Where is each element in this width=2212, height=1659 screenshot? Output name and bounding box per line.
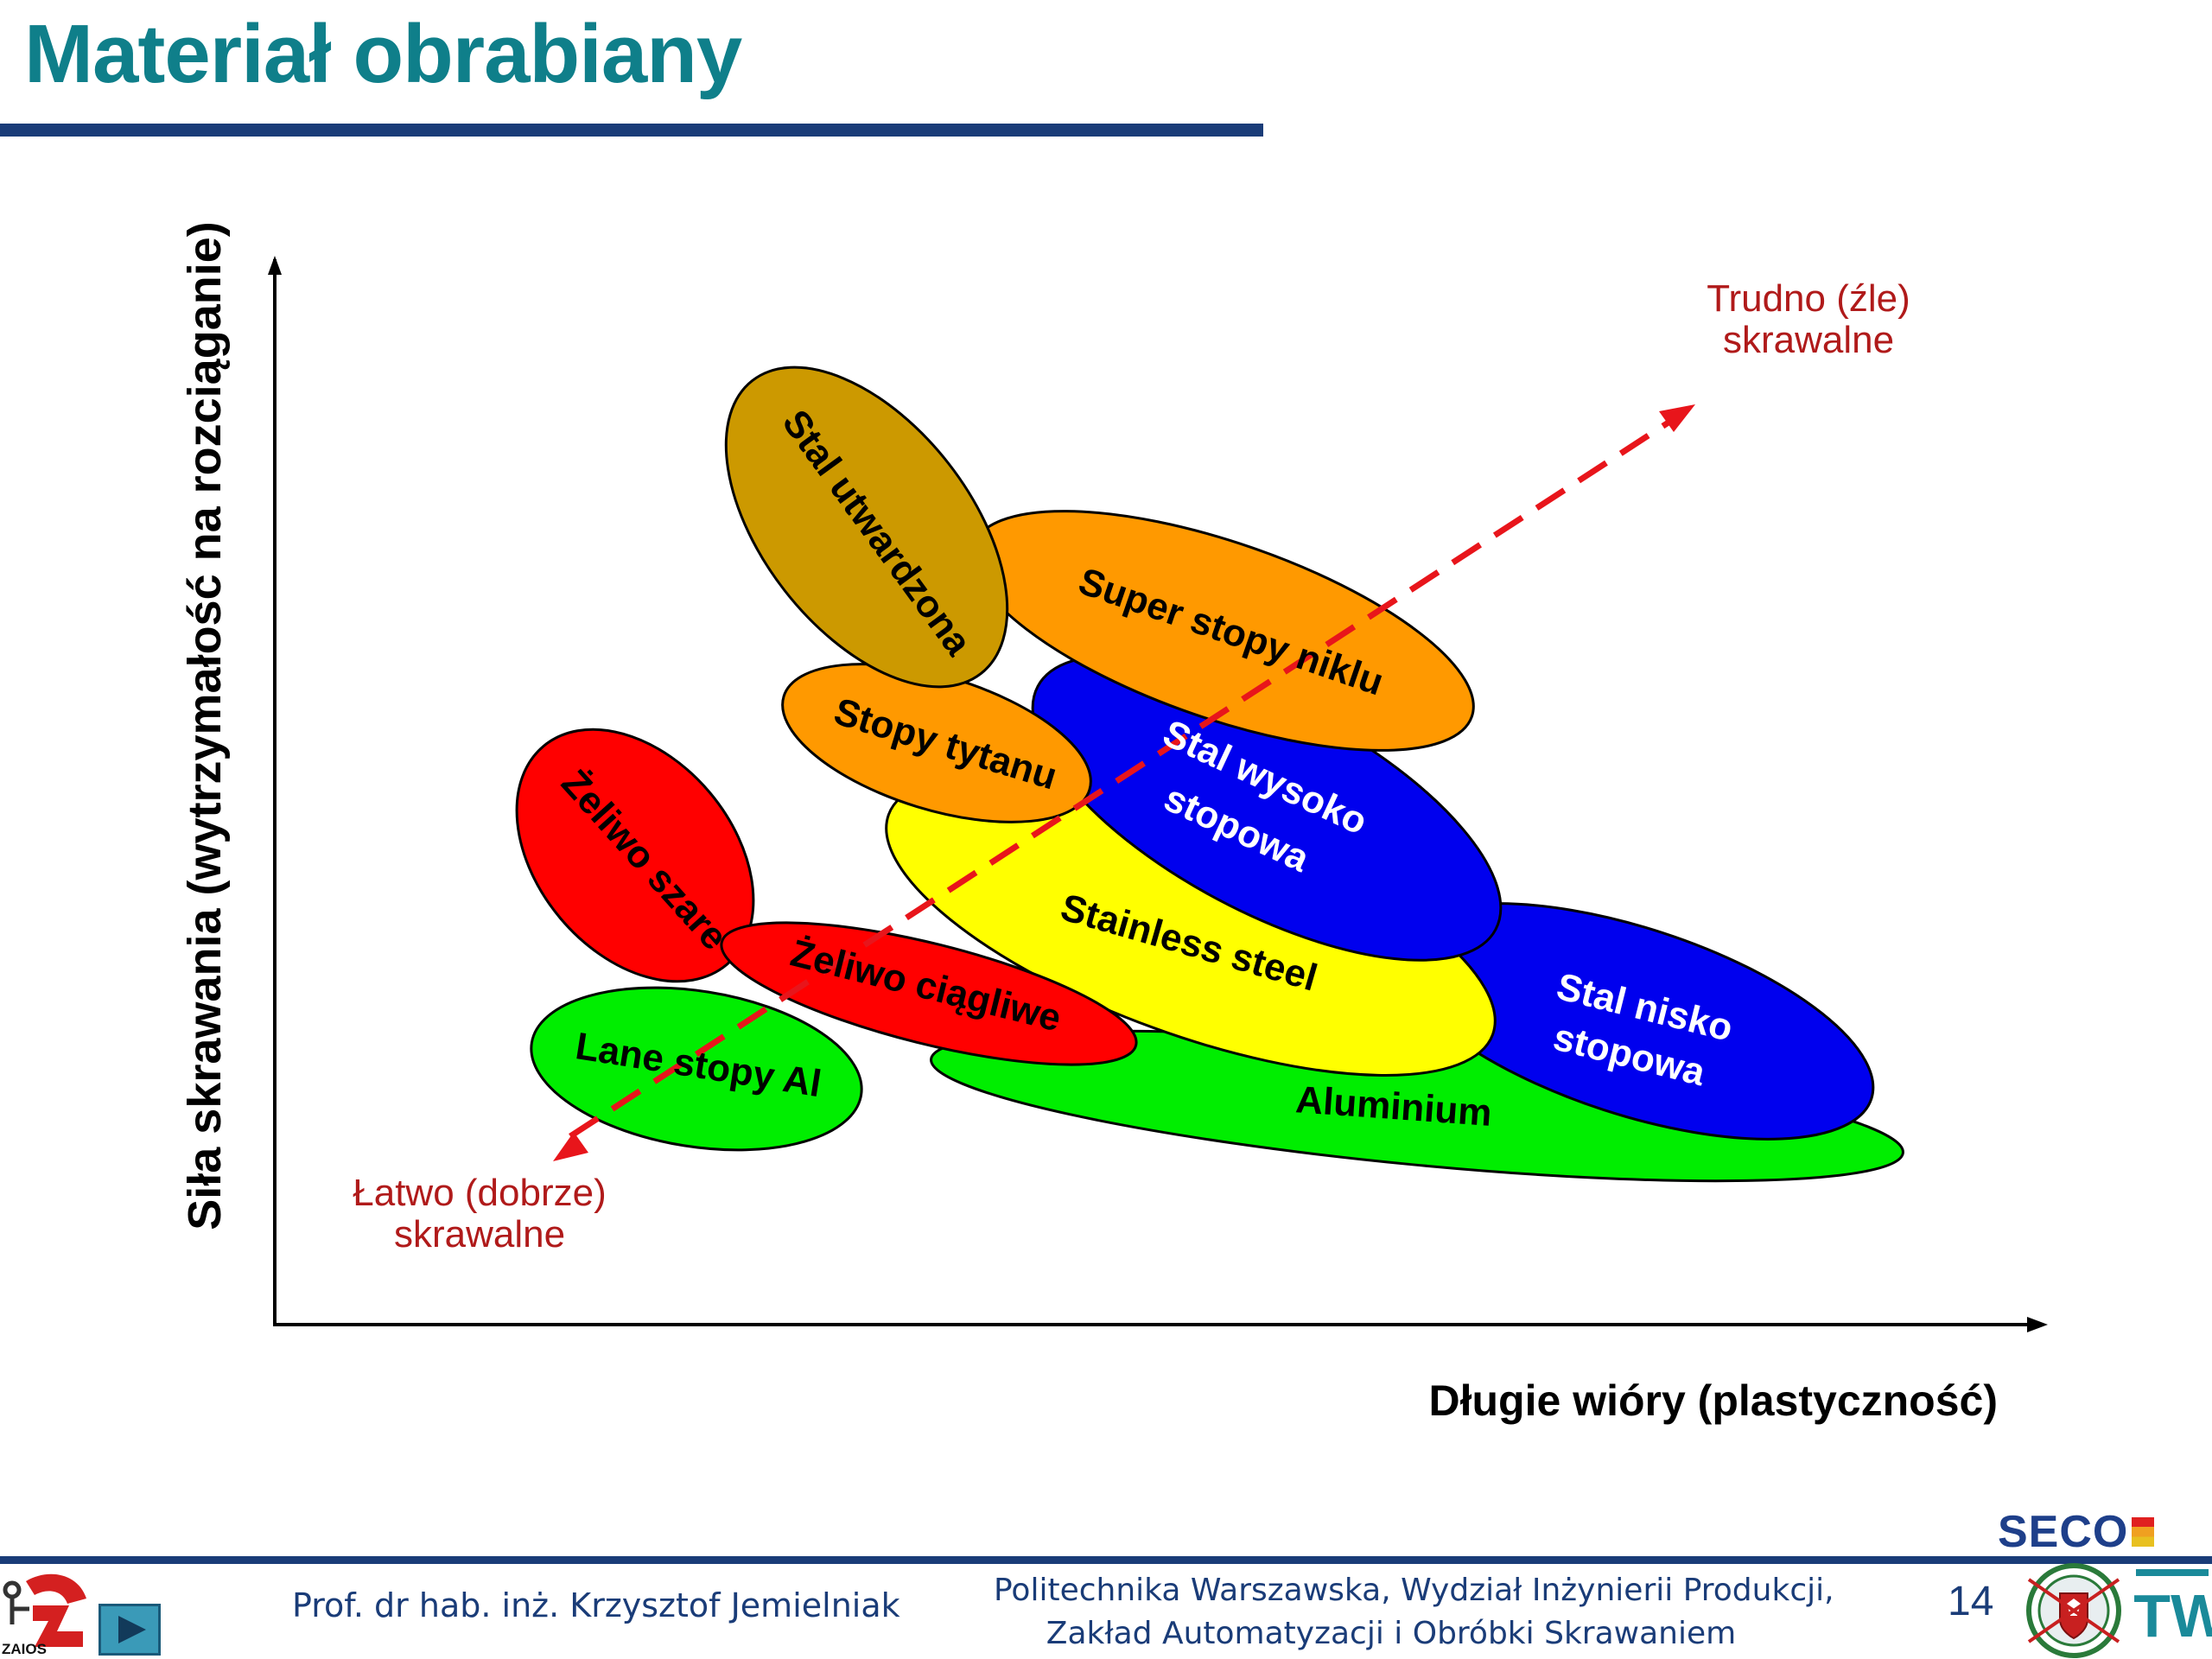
material-zeliwo-ciagliwe: [720, 921, 1138, 1066]
easy-label-line2: skrawalne: [394, 1213, 565, 1255]
hard-label-line2: skrawalne: [1723, 319, 1894, 361]
x-axis-arrowhead: [2027, 1317, 2048, 1332]
seco-logo-mark: [2132, 1517, 2155, 1547]
machinability-arrow: [569, 415, 1678, 1139]
y-axis-arrowhead: [268, 256, 282, 275]
hard-label-line1: Trudno (źle): [1707, 277, 1910, 320]
itw-logo: ITW: [2133, 1566, 2212, 1656]
y-axis-label: Siła skrawania (wytrzymałość na rozciąga…: [179, 221, 231, 1230]
arrowhead-hard: [1659, 404, 1695, 432]
svg-text:ITW: ITW: [2133, 1582, 2212, 1649]
zaios-logo: ZAIOS: [2, 1573, 86, 1657]
institution-line-1: Politechnika Warszawska, Wydział Inżynie…: [994, 1573, 1834, 1608]
easy-label-line1: Łatwo (dobrze): [353, 1172, 606, 1214]
slide-title: Materiał obrabiany: [24, 8, 742, 100]
institution-text: Politechnika Warszawska, Wydział Inżynie…: [994, 1569, 1834, 1656]
material-stal-utwardzona: [724, 365, 1009, 689]
footer-rule: [0, 1556, 2212, 1564]
author-name: Prof. dr hab. inż. Krzysztof Jemielniak: [292, 1586, 900, 1624]
material-zeliwo-szare: [515, 728, 755, 983]
page-number: 14: [1948, 1579, 1994, 1624]
machinability-diagram: Aluminium Stal nisko stopowa Stainless s…: [179, 221, 2048, 1425]
svg-text:ZAIOS: ZAIOS: [2, 1641, 47, 1657]
institution-line-2: Zakład Automatyzacji i Obróbki Skrawanie…: [1046, 1616, 1737, 1651]
arrowhead-easy: [553, 1132, 588, 1161]
seco-logo: SECO: [1998, 1510, 2155, 1554]
title-underline: [0, 124, 1263, 137]
play-button[interactable]: [99, 1604, 161, 1656]
x-axis-label: Długie wióry (plastyczność): [1429, 1376, 1998, 1425]
university-crest-icon: [2026, 1563, 2121, 1658]
